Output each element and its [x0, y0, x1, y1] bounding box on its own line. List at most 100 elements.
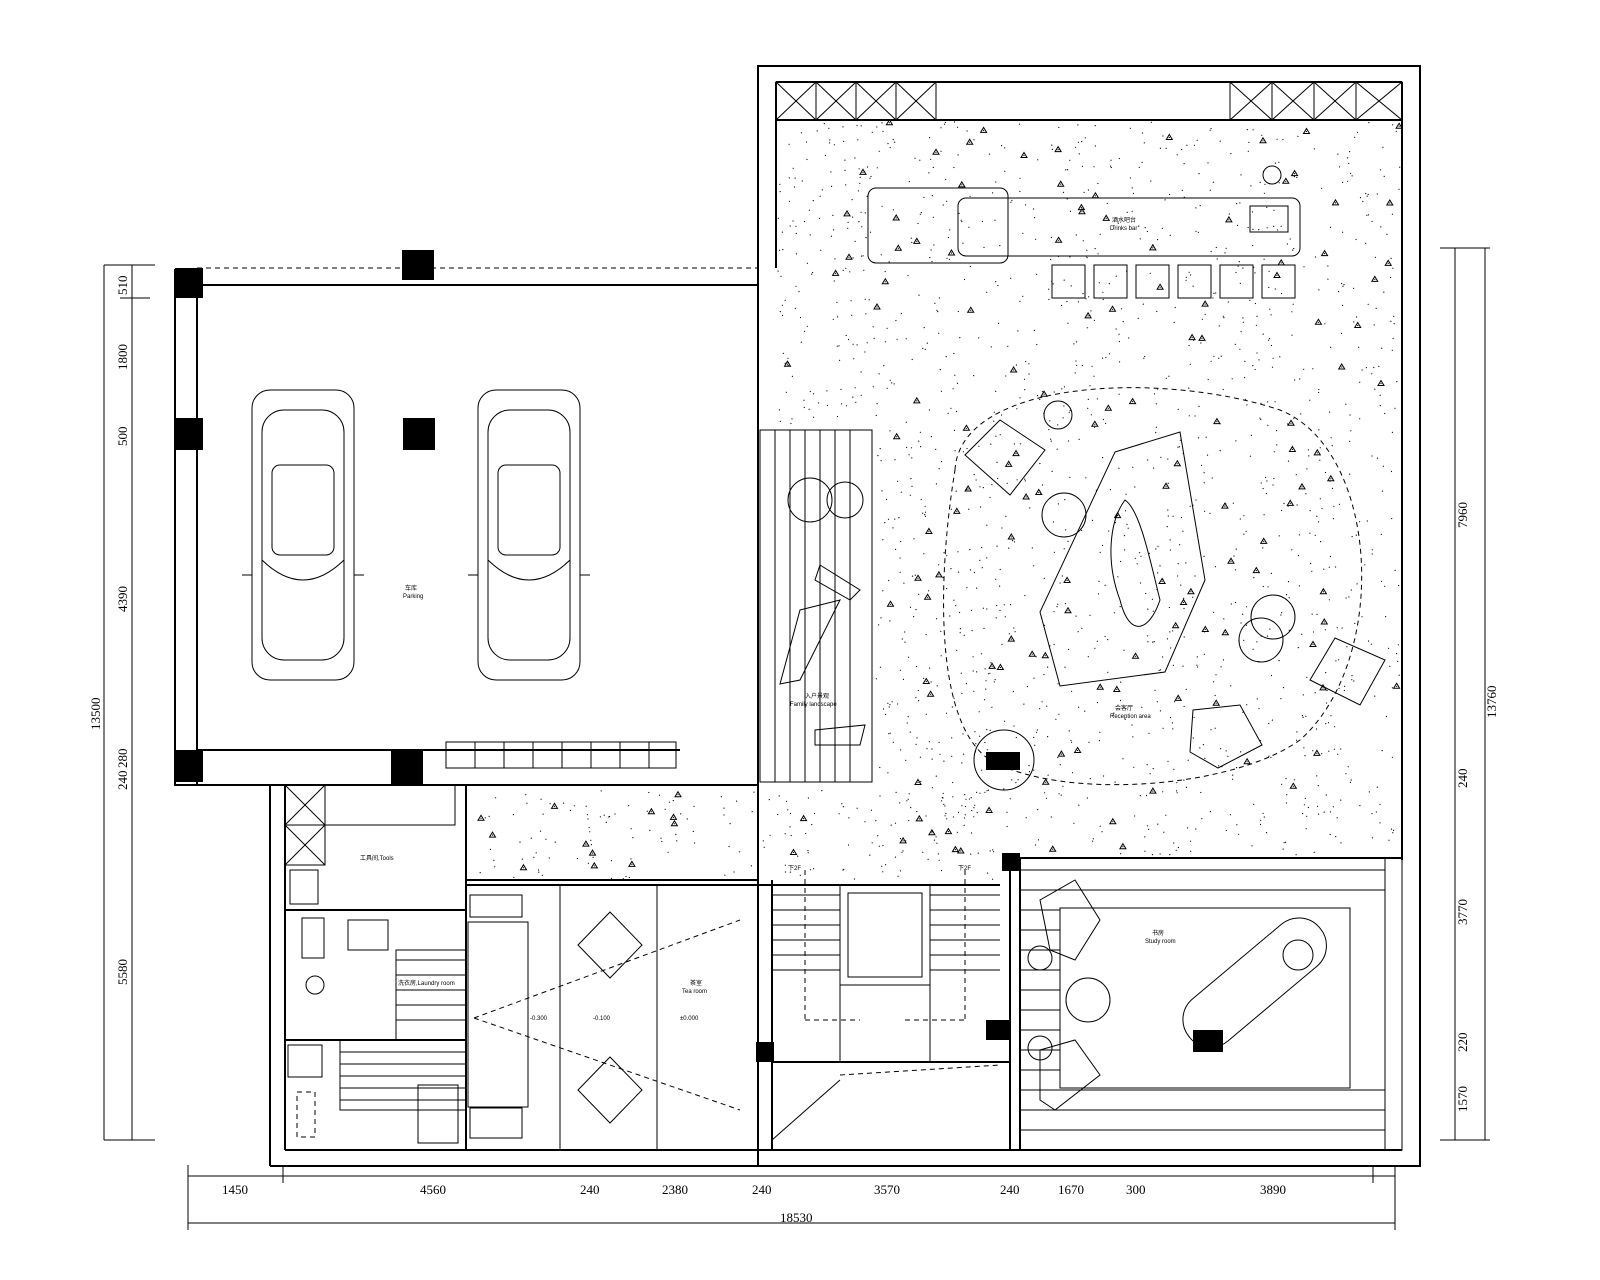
- gravel-dot: [1148, 828, 1150, 831]
- gravel-dot: [1215, 674, 1217, 676]
- gravel-dot: [1298, 534, 1300, 536]
- gravel-dot: [866, 195, 868, 197]
- gravel-stone: [957, 180, 966, 188]
- gravel-dot: [971, 630, 973, 632]
- gravel-stone: [881, 277, 890, 285]
- gravel-dot: [1214, 727, 1216, 729]
- gravel-dot: [1064, 666, 1066, 668]
- gravel-dot: [1075, 234, 1077, 236]
- gravel-dot: [1367, 193, 1369, 196]
- gravel-dot: [856, 344, 858, 346]
- gravel-dot: [676, 840, 678, 842]
- gravel-dot: [1273, 225, 1275, 227]
- gravel-dot: [826, 404, 829, 406]
- gravel-dot: [1233, 555, 1235, 557]
- gravel-dot: [1381, 347, 1383, 349]
- gravel-dot: [1391, 756, 1393, 758]
- gravel-dot: [1250, 185, 1252, 187]
- gravel-dot: [1179, 544, 1181, 546]
- gravel-dot: [856, 124, 858, 126]
- gravel-dot: [1371, 455, 1373, 457]
- gravel-dot: [1146, 764, 1148, 766]
- gravel-dot: [911, 241, 913, 243]
- gravel-dot: [1346, 646, 1348, 648]
- gravel-dot: [1217, 765, 1220, 767]
- gravel-dot: [999, 434, 1001, 436]
- bottom-dimensions: 1450 4560 240 2380 240 3570 240 1670 300…: [222, 1182, 1286, 1225]
- gravel-dot: [1289, 502, 1291, 504]
- gravel-dot: [778, 795, 780, 797]
- gravel-stone: [1158, 577, 1166, 584]
- gravel-dot: [1345, 773, 1347, 775]
- gravel-dot: [1321, 753, 1323, 755]
- gravel-dot: [1077, 141, 1079, 143]
- gravel-dot: [924, 511, 927, 513]
- gravel-dot: [1249, 455, 1252, 457]
- gravel-dot: [1052, 283, 1054, 285]
- gravel-dot: [1163, 831, 1165, 833]
- gravel-dot: [1075, 360, 1077, 362]
- gravel-dot: [956, 126, 959, 128]
- gravel-dot: [1371, 220, 1373, 222]
- gravel-dot: [876, 126, 878, 128]
- gravel-dot: [535, 852, 537, 854]
- gravel-dot: [920, 212, 922, 214]
- gravel-dot: [1280, 225, 1282, 227]
- gravel-stone: [1040, 390, 1048, 397]
- gravel-dot: [1177, 846, 1179, 849]
- gravel-dot: [586, 814, 589, 816]
- gravel-dot: [1189, 840, 1192, 842]
- gravel-stone: [979, 126, 988, 133]
- landscape-label: 入户景观: [805, 692, 829, 700]
- gravel-dot: [930, 249, 932, 251]
- gravel-dot: [1235, 271, 1237, 274]
- gravel-dot: [1366, 214, 1368, 216]
- gravel-dot: [1220, 355, 1222, 357]
- gravel-dot: [1210, 127, 1212, 130]
- gravel-dot: [1338, 687, 1340, 690]
- gravel-dot: [1390, 257, 1392, 259]
- gravel-dot: [860, 125, 862, 127]
- gravel-dot: [986, 291, 988, 293]
- gravel-dot: [962, 733, 964, 735]
- gravel-dot: [1209, 189, 1211, 191]
- gravel-dot: [938, 468, 940, 470]
- gravel-dot: [923, 327, 925, 329]
- gravel-dot: [1075, 146, 1077, 148]
- gravel-dot: [969, 265, 971, 268]
- gravel-dot: [1392, 832, 1394, 834]
- gravel-dot: [1035, 238, 1037, 240]
- gravel-stone: [1004, 460, 1013, 467]
- gravel-dot: [1185, 688, 1187, 691]
- gravel-dot: [999, 609, 1001, 612]
- gravel-dot: [961, 692, 963, 695]
- gravel-dot: [922, 347, 924, 349]
- gravel-dot: [1024, 389, 1026, 391]
- gravel-dot: [1246, 129, 1248, 131]
- gravel-dot: [922, 851, 924, 854]
- gravel-dot: [1159, 286, 1161, 288]
- gravel-dot: [940, 869, 943, 872]
- gravel-stone: [1179, 598, 1188, 605]
- gravel-dot: [819, 195, 821, 197]
- gravel-dot: [1291, 448, 1293, 451]
- gravel-dot: [488, 815, 490, 818]
- gravel-dot: [1364, 564, 1366, 566]
- gravel-dot: [1271, 719, 1273, 721]
- gravel-dot: [1181, 189, 1183, 191]
- gravel-stone: [1198, 334, 1206, 341]
- gravel-dot: [959, 611, 961, 614]
- gravel-dot: [1075, 341, 1078, 343]
- gravel-dot: [553, 805, 556, 808]
- gravel-dot: [608, 816, 610, 818]
- gravel-dot: [1243, 515, 1245, 517]
- gravel-dot: [1285, 594, 1288, 596]
- gravel-stone: [1353, 321, 1362, 328]
- gravel-dot: [1093, 375, 1095, 377]
- dim-bottom-1: 1450: [222, 1182, 248, 1197]
- gravel-dot: [1294, 379, 1296, 381]
- gravel-dot: [1215, 292, 1217, 294]
- gravel-dot: [1028, 765, 1030, 767]
- gravel-dot: [1291, 334, 1293, 336]
- gravel-dot: [983, 129, 985, 131]
